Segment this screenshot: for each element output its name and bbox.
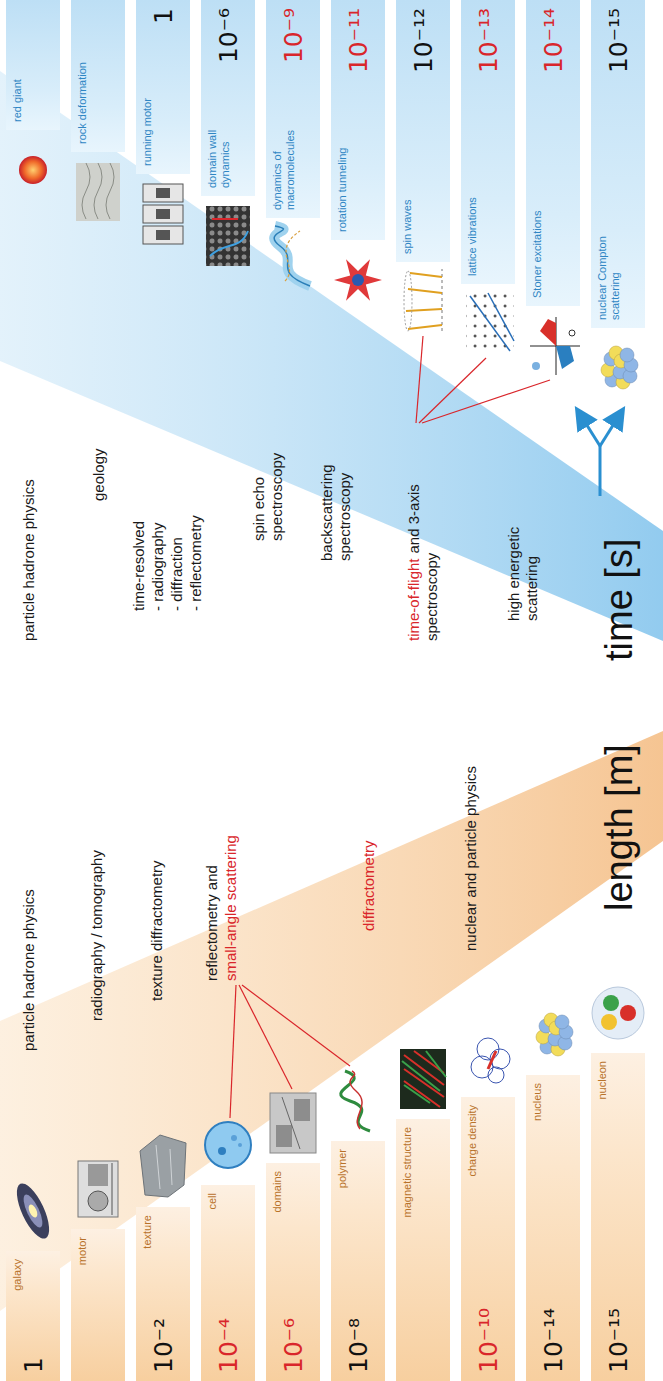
technique-label: high energetic scattering <box>505 506 541 621</box>
scale-value: 10⁻⁸ <box>344 1318 373 1373</box>
technique-label: reflectometry and <box>203 741 221 981</box>
scale-label: domains <box>271 1171 284 1213</box>
scale-value: 10⁻¹⁵ <box>604 8 633 73</box>
technique-label: nuclear and particle physics <box>462 731 480 951</box>
scale-band: 1 galaxy <box>6 1251 60 1381</box>
scale-band: 10⁻¹⁴ nucleus <box>526 1075 580 1381</box>
scale-value: 10⁻¹² <box>409 8 438 73</box>
scale-value: 10⁻¹⁴ <box>539 8 568 73</box>
scale-label: nuclear Compton scattering <box>596 216 621 320</box>
scale-label: magnetic structure <box>401 1127 414 1217</box>
scale-band: 10⁻¹² spin waves <box>396 0 450 262</box>
scale-value: 10⁻¹⁴ <box>539 1308 568 1373</box>
scale-label: cell <box>206 1193 219 1210</box>
scale-value: 10⁻¹⁵ <box>604 1308 633 1373</box>
technique-label: - diffraction <box>168 461 186 611</box>
technique-label: texture diffractometry <box>148 761 166 1001</box>
scale-value: 10⁻⁶ <box>214 8 243 63</box>
scale-value: 10⁻⁴ <box>214 1318 243 1373</box>
scale-band: 10⁻⁹ dynamics of macromolecules <box>266 0 320 218</box>
technique-label: backscattering spectroscopy <box>318 431 354 561</box>
scale-label: running motor <box>141 98 154 166</box>
scale-value: 10⁻¹¹ <box>344 8 373 73</box>
scale-label: galaxy <box>11 1259 24 1291</box>
scale-band: magnetic structure <box>396 1119 450 1381</box>
technique-label: radiography / tomography <box>88 761 106 1021</box>
scale-label: rock deformation <box>76 62 89 144</box>
scale-band: 10⁻¹¹ rotation tunneling <box>331 0 385 240</box>
scale-label: texture <box>141 1215 154 1249</box>
scale-band: 10⁻¹⁴ Stoner excitations <box>526 0 580 306</box>
scale-band: 10⁻¹⁰ charge density <box>461 1097 515 1381</box>
technique-label: - reflectometry <box>187 461 205 611</box>
scale-band: 1 running motor <box>136 0 190 174</box>
scale-band: 10⁻⁸ polymer <box>331 1141 385 1381</box>
scale-label: domain wall dynamics <box>206 84 231 188</box>
scale-band: red giant <box>6 0 60 130</box>
scale-label: spin waves <box>401 200 414 254</box>
technique-label: - radiography <box>149 461 167 611</box>
technique-label: small-angle scattering <box>222 741 240 981</box>
scale-label: dynamics of macromolecules <box>271 106 296 210</box>
scale-label: polymer <box>336 1149 349 1188</box>
scale-band: 10⁻⁶ domains <box>266 1163 320 1381</box>
scale-value: 10⁻¹⁰ <box>474 1308 503 1373</box>
technique-label: diffractometry <box>360 731 378 931</box>
scale-label: nucleus <box>531 1083 544 1121</box>
technique-label: particle hadrone physics <box>20 791 38 1051</box>
scale-band: 10⁻² texture <box>136 1207 190 1381</box>
scale-value: 10⁻¹³ <box>474 8 503 73</box>
scale-label: charge density <box>466 1105 479 1177</box>
scale-label: Stoner excitations <box>531 211 544 298</box>
scale-label: rotation tunneling <box>336 148 349 232</box>
scale-band: motor <box>71 1229 125 1381</box>
label-group: time-of-flightand 3-axis spectroscopy <box>405 426 441 641</box>
scale-label: motor <box>76 1237 89 1265</box>
scale-band: 10⁻⁴ cell <box>201 1185 255 1381</box>
scale-value: 10⁻² <box>149 1318 178 1373</box>
scale-label: nucleon <box>596 1061 609 1100</box>
technique-label: time-resolved <box>130 461 148 611</box>
technique-label: geology <box>90 401 108 501</box>
scale-label: lattice vibrations <box>466 197 479 276</box>
scale-value: 10⁻⁶ <box>279 1318 308 1373</box>
technique-label: time-of-flight <box>405 558 422 641</box>
scale-band: rock deformation <box>71 0 125 152</box>
scale-band: 10⁻¹³ lattice vibrations <box>461 0 515 284</box>
technique-label: spin echo spectroscopy <box>250 431 286 541</box>
scale-value: 10⁻⁹ <box>279 8 308 63</box>
scale-value: 1 <box>149 8 178 24</box>
scale-band: 10⁻¹⁵ nuclear Compton scattering <box>591 0 645 328</box>
scale-band: 10⁻¹⁵ nucleon <box>591 1053 645 1381</box>
scale-band: 10⁻⁶ domain wall dynamics <box>201 0 255 196</box>
axis-title: time [s] <box>598 539 641 661</box>
technique-label: particle hadrone physics <box>20 381 38 641</box>
axis-title: length [m] <box>598 744 641 911</box>
scale-value: 1 <box>19 1357 48 1373</box>
scale-label: red giant <box>11 79 24 122</box>
